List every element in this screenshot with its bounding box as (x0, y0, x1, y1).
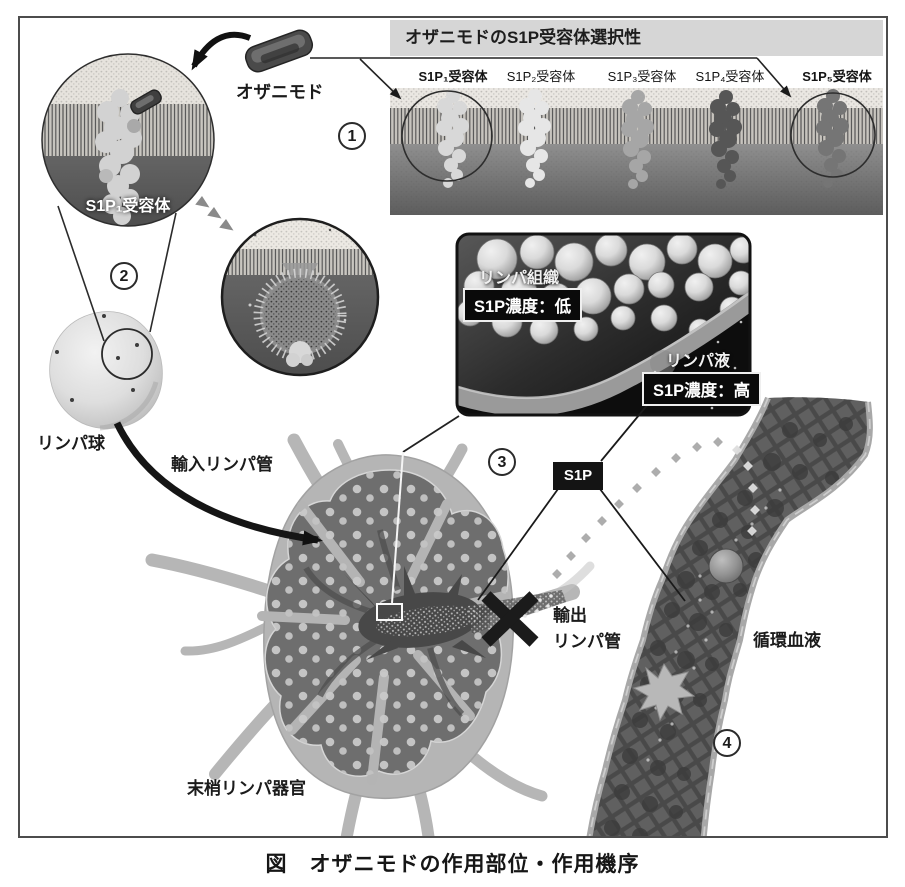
ozanimod-binding-arrow (191, 31, 252, 71)
s1p1-receptor-zoom-label: S1P₁受容体 (85, 198, 171, 215)
round-cell-in-vessel (708, 548, 744, 584)
artwork-layer (41, 53, 883, 836)
lymphocyte-illustration (49, 311, 163, 431)
ozanimod-molecule (244, 29, 314, 73)
s1p-connector-lines (477, 402, 686, 602)
s1p1-highlight-circle (401, 90, 493, 182)
s1p5-highlight-circle (790, 92, 876, 178)
s1p-tag-box: S1P (553, 462, 603, 490)
figure-caption: 図 オザニモドの作用部位・作用機序 (265, 853, 640, 876)
lymph-node-illustration (145, 433, 595, 836)
afferent-lymphatic-label: 輸入リンパ管 (171, 455, 273, 474)
dotted-migration-arc (552, 437, 760, 579)
blocked-x-mark (481, 591, 539, 647)
lymphocyte-zoom-ring (101, 328, 153, 380)
efferent-lymphatic-label-line2: リンパ管 (553, 632, 621, 651)
bound-ozanimod-molecule (130, 89, 162, 115)
receptor-label-s1p3: S1P₃受容体 (607, 69, 677, 84)
peripheral-lymphoid-organ-label: 末梢リンパ器官 (187, 779, 306, 798)
lymph-fluid-label: リンパ液 (666, 353, 731, 370)
efferent-lymphatic-label-line1: 輸出 (553, 606, 587, 625)
step-1-marker: 1 (338, 122, 366, 150)
selectivity-panel-title: オザニモドのS1P受容体選択性 (390, 20, 883, 56)
illustration-stage (20, 18, 886, 836)
lymphocyte-label: リンパ球 (37, 434, 105, 453)
lymph-tissue-label: リンパ組織 (479, 270, 560, 287)
ozanimod-to-panel-lines (310, 57, 792, 100)
receptor-label-s1p4: S1P₄受容体 (695, 69, 765, 84)
connector-layer (57, 29, 792, 647)
panel-callout-line (376, 415, 460, 621)
vessel-cells (604, 417, 853, 836)
ozanimod-label: オザニモド (236, 82, 324, 102)
circulating-blood-label: 循環血液 (753, 631, 821, 650)
s1p1-receptor-zoom-circle (41, 53, 215, 227)
membrane-selectivity-illustration (390, 88, 883, 215)
figure-frame (18, 16, 888, 838)
s1p-level-low-box: S1P濃度：低 (463, 288, 583, 322)
step-2-marker: 2 (110, 262, 138, 290)
receptor-label-s1p2: S1P₂受容体 (506, 69, 576, 84)
lymphocyte-migration-arrow (113, 421, 323, 546)
receptor-label-s1p1: S1P₁受容体 (418, 69, 488, 84)
internalization-triangle-arrows (195, 196, 234, 231)
receptor-label-s1p5: S1P₅受容体 (802, 69, 872, 84)
s1p-level-high-box: S1P濃度：高 (642, 372, 762, 406)
step-3-marker: 3 (488, 448, 516, 476)
node-zoom-rect (376, 603, 403, 621)
zoom-lines (57, 205, 177, 342)
step-4-marker: 4 (713, 729, 741, 757)
spiky-cell-in-vessel (632, 662, 696, 722)
